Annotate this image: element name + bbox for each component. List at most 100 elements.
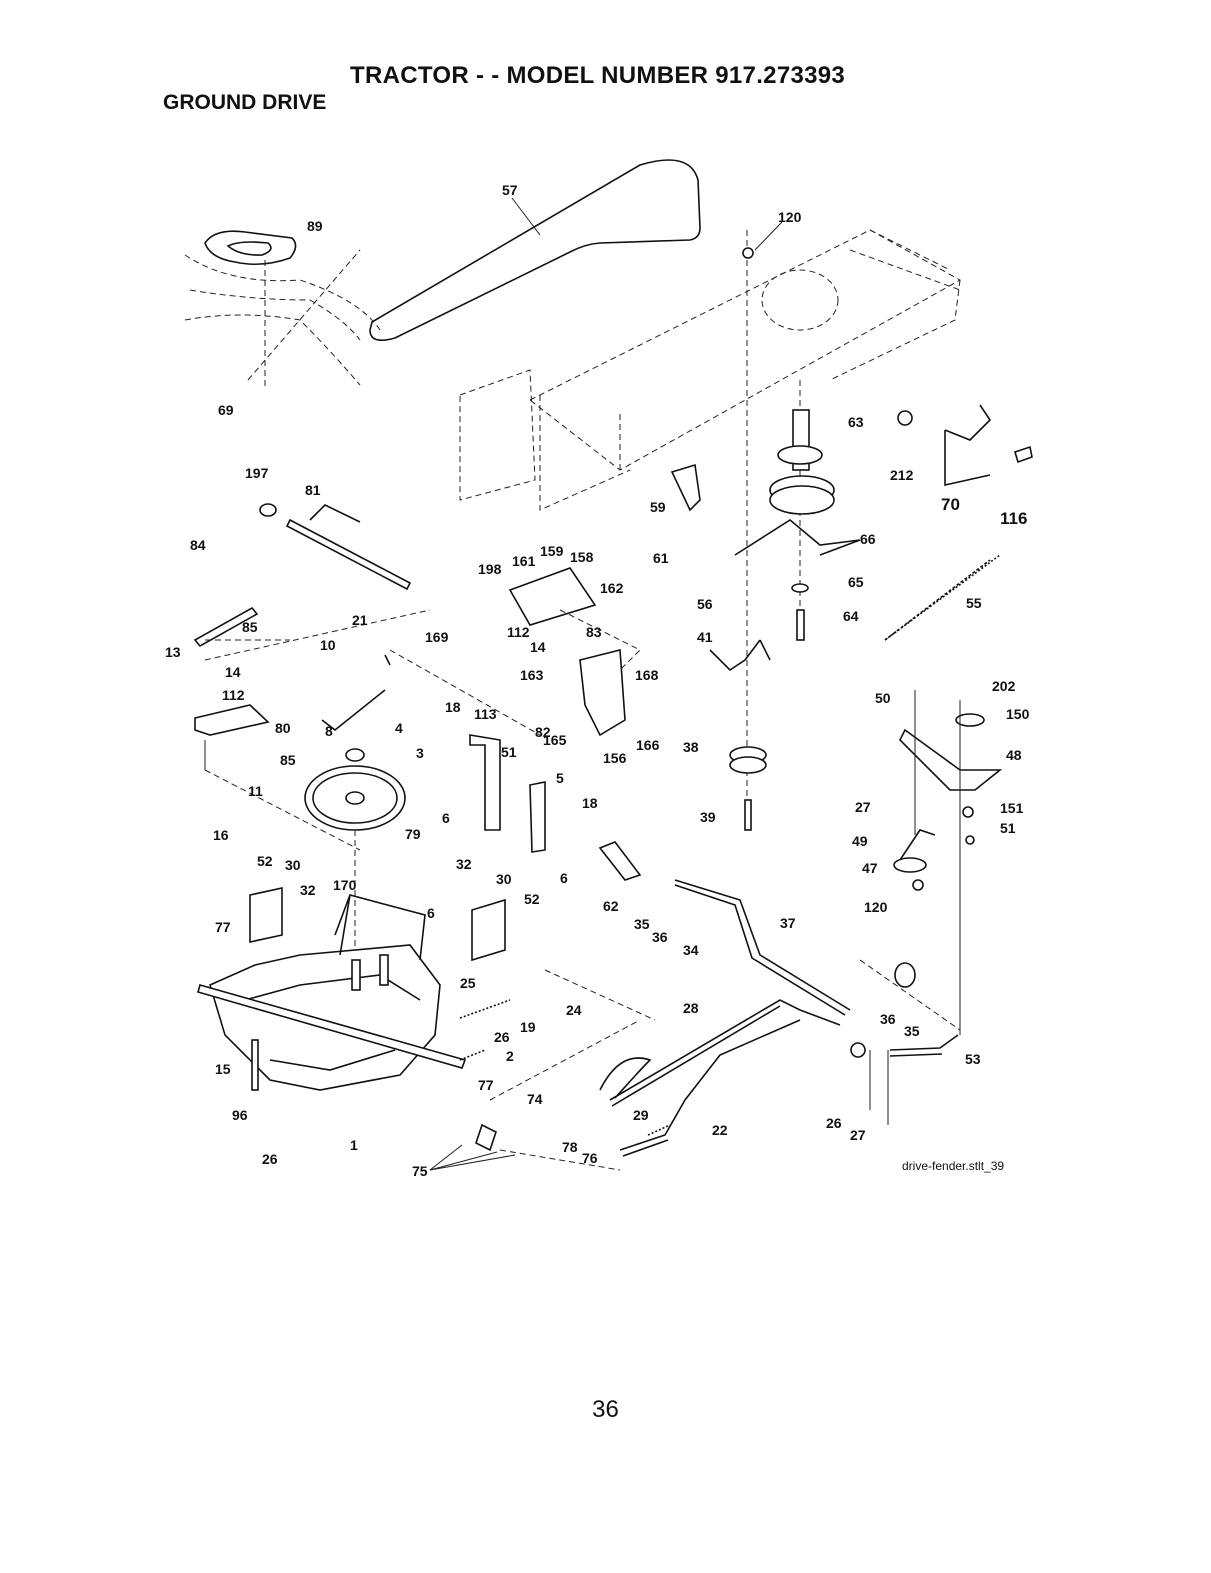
callout: 39 (700, 809, 716, 825)
callout: 51 (1000, 820, 1016, 836)
callout: 85 (242, 619, 258, 635)
callout: 51 (501, 744, 517, 760)
callout: 170 (333, 877, 357, 893)
idler-bracket-right (893, 690, 1003, 1035)
callout: 49 (852, 833, 868, 849)
callout: 5 (556, 770, 564, 786)
callout: 16 (213, 827, 229, 843)
callout: 2 (506, 1048, 514, 1064)
page-title: TRACTOR - - MODEL NUMBER 917.273393 (350, 62, 846, 89)
callout: 78 (562, 1139, 578, 1155)
callout: 81 (305, 482, 321, 498)
figure-caption: drive-fender.stlt_39 (902, 1159, 1005, 1173)
callout: 158 (570, 549, 594, 565)
tractor-frame (459, 229, 962, 511)
callout: 163 (520, 667, 544, 683)
callout: 32 (300, 882, 316, 898)
callout: 18 (445, 699, 461, 715)
callout: 169 (425, 629, 449, 645)
callout: 75 (412, 1163, 428, 1179)
callout: 1 (350, 1137, 358, 1153)
callout: 120 (778, 209, 802, 225)
fender-outline (184, 230, 381, 390)
callout: 11 (248, 783, 263, 799)
callout: 85 (280, 752, 296, 768)
callout: 159 (540, 543, 564, 559)
callout: 82 (535, 724, 551, 740)
callout: 89 (307, 218, 323, 234)
callout: 6 (442, 810, 450, 826)
callout: 53 (965, 1051, 981, 1067)
callout: 48 (1006, 747, 1022, 763)
callout: 28 (683, 1000, 699, 1016)
callout: 35 (634, 916, 650, 932)
callout: 61 (653, 550, 669, 566)
callout: 197 (245, 465, 269, 481)
callout: 116 (1000, 509, 1027, 528)
callout: 14 (530, 639, 546, 655)
pulley-assembly-right (670, 247, 1033, 831)
callout: 38 (683, 739, 699, 755)
callout: 70 (941, 495, 960, 514)
callout: 62 (603, 898, 619, 914)
callout: 37 (780, 915, 796, 931)
callout: 30 (496, 871, 512, 887)
callout: 13 (165, 644, 181, 660)
callout: 26 (262, 1151, 278, 1167)
callout: 76 (582, 1150, 598, 1166)
callout: 3 (416, 745, 424, 761)
callout: 52 (524, 891, 540, 907)
callout: 6 (560, 870, 568, 886)
callout: 56 (697, 596, 713, 612)
transaxle-pulley (304, 654, 406, 970)
page-number: 36 (592, 1396, 619, 1423)
callout: 79 (405, 826, 421, 842)
callout: 74 (527, 1091, 543, 1107)
callout: 150 (1006, 706, 1030, 722)
callout: 113 (474, 706, 497, 722)
callout: 35 (904, 1023, 920, 1039)
callout: 10 (320, 637, 336, 653)
callout: 59 (650, 499, 666, 515)
callout: 161 (512, 553, 536, 569)
callout-labels: 57 89 120 69 197 81 84 85 13 14 112 80 8… (165, 182, 1030, 1179)
callout: 29 (633, 1107, 649, 1123)
callout: 27 (850, 1127, 866, 1143)
callout: 41 (697, 629, 713, 645)
callout: 96 (232, 1107, 248, 1123)
callout: 80 (275, 720, 291, 736)
callout: 25 (460, 975, 476, 991)
callout: 36 (880, 1011, 896, 1027)
callout: 22 (712, 1122, 728, 1138)
callout: 66 (860, 531, 876, 547)
callout: 14 (225, 664, 241, 680)
callout: 4 (395, 720, 403, 736)
callout: 30 (285, 857, 301, 873)
callout: 112 (507, 624, 530, 640)
callout: 165 (543, 732, 567, 748)
callout: 52 (257, 853, 273, 869)
callout: 57 (502, 182, 518, 198)
callout: 84 (190, 537, 206, 553)
callout: 156 (603, 750, 627, 766)
callout: 69 (218, 402, 234, 418)
callout: 77 (478, 1077, 494, 1093)
callout: 34 (683, 942, 699, 958)
callout: 55 (966, 595, 982, 611)
callout: 26 (494, 1029, 510, 1045)
callout: 83 (586, 624, 602, 640)
callout: 112 (222, 687, 245, 703)
callout: 27 (855, 799, 871, 815)
callout: 19 (520, 1019, 536, 1035)
drive-belt (369, 159, 701, 341)
callout: 50 (875, 690, 891, 706)
shift-shaft-left (193, 503, 431, 851)
callout: 64 (843, 608, 859, 624)
transaxle (197, 887, 506, 1091)
callout: 24 (566, 1002, 582, 1018)
callout: 202 (992, 678, 1016, 694)
callout: 32 (456, 856, 472, 872)
callout: 63 (848, 414, 864, 430)
callout: 77 (215, 919, 231, 935)
